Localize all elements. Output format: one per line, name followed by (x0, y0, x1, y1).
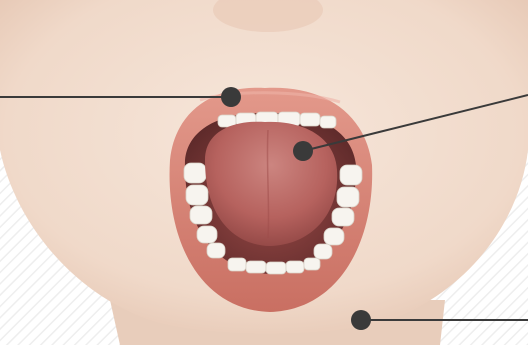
tongue-marker[interactable] (293, 141, 313, 161)
chin-marker[interactable] (351, 310, 371, 330)
lip-marker[interactable] (221, 87, 241, 107)
